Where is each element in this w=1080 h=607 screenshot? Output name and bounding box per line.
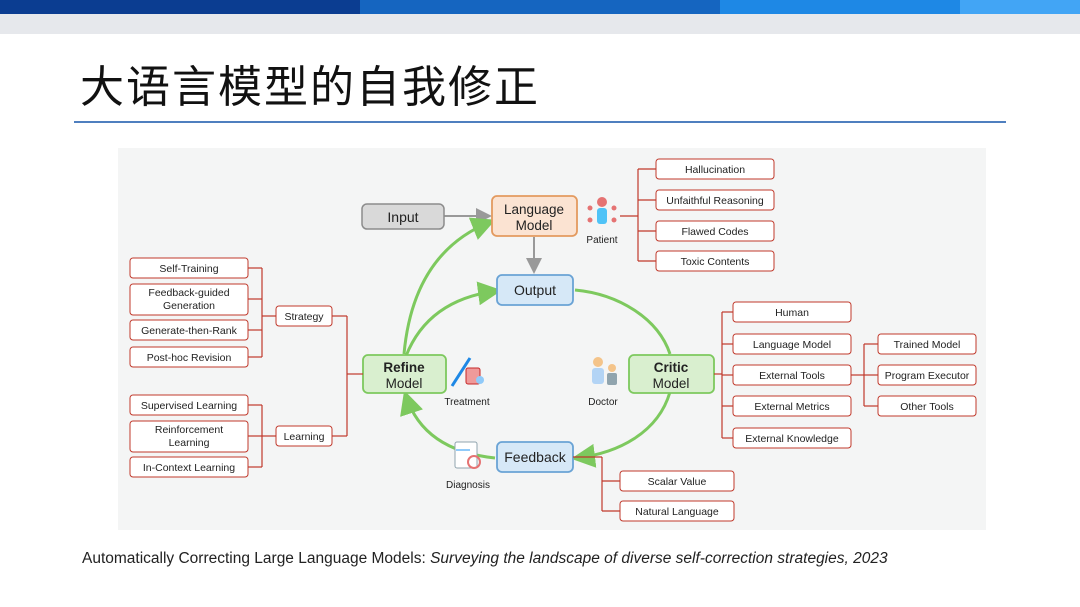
svg-text:Refine: Refine — [383, 360, 425, 375]
svg-text:External Tools: External Tools — [759, 370, 825, 382]
slide-title: 大语言模型的自我修正 — [80, 62, 540, 113]
critic-language-model: Language Model — [732, 333, 852, 355]
refine-model-node: Refine Model — [362, 354, 447, 394]
feedback-branch — [573, 456, 620, 512]
top-color-bar — [0, 0, 1080, 14]
strategy-label: Strategy — [275, 305, 333, 327]
critic-external-tools: External Tools — [732, 364, 852, 386]
citation-plain: Automatically Correcting Large Language … — [82, 550, 431, 567]
learning-supervised: Supervised Learning — [129, 394, 249, 416]
svg-text:Model: Model — [516, 218, 553, 233]
problem-flawed-codes: Flawed Codes — [655, 220, 775, 242]
refine-to-lm-arrow — [402, 217, 496, 355]
title-rule — [74, 121, 1006, 123]
svg-text:Diagnosis: Diagnosis — [446, 480, 490, 491]
svg-text:Doctor: Doctor — [588, 397, 618, 408]
svg-text:Patient: Patient — [586, 235, 617, 246]
svg-text:Program Executor: Program Executor — [885, 370, 970, 382]
svg-text:Trained Model: Trained Model — [894, 339, 961, 351]
learning-reinforcement: Reinforcement Learning — [129, 420, 249, 453]
self-correction-diagram: Input Language Model Output Refine Model… — [129, 158, 977, 522]
svg-text:Human: Human — [775, 307, 809, 319]
feedback-node: Feedback — [496, 441, 574, 473]
critic-to-feedback-arrow — [571, 391, 672, 468]
svg-text:Feedback-guided: Feedback-guided — [148, 287, 229, 299]
feedback-scalar-value: Scalar Value — [619, 470, 735, 492]
svg-text:External Metrics: External Metrics — [754, 401, 829, 413]
svg-text:Model: Model — [653, 376, 690, 391]
strategy-self-training: Self-Training — [129, 257, 249, 279]
svg-text:Language Model: Language Model — [753, 339, 831, 351]
critic-branch — [714, 311, 878, 439]
svg-text:Scalar Value: Scalar Value — [648, 476, 707, 488]
feedback-natural-language: Natural Language — [619, 500, 735, 522]
treatment-icon: Treatment — [444, 357, 490, 408]
svg-text:Output: Output — [514, 282, 556, 298]
svg-text:Other Tools: Other Tools — [900, 401, 954, 413]
input-node: Input — [361, 203, 445, 230]
tool-trained-model: Trained Model — [877, 333, 977, 355]
diagnosis-icon: Diagnosis — [446, 441, 490, 491]
svg-text:Supervised Learning: Supervised Learning — [141, 400, 237, 412]
top-gray-band — [0, 14, 1080, 34]
tool-program-executor: Program Executor — [877, 364, 977, 386]
patient-icon: Patient — [586, 197, 618, 246]
critic-external-metrics: External Metrics — [732, 395, 852, 417]
svg-text:Unfaithful Reasoning: Unfaithful Reasoning — [666, 195, 764, 207]
svg-text:Generation: Generation — [163, 300, 215, 312]
strategy-feedback-guided: Feedback-guided Generation — [129, 283, 249, 316]
svg-text:Self-Training: Self-Training — [159, 263, 218, 275]
critic-human: Human — [732, 301, 852, 323]
svg-text:Language: Language — [504, 202, 564, 217]
refine-branch — [248, 267, 363, 468]
output-to-critic-arrow — [574, 288, 672, 355]
critic-model-node: Critic Model — [628, 354, 715, 394]
svg-text:Natural Language: Natural Language — [635, 506, 719, 518]
svg-text:Toxic Contents: Toxic Contents — [681, 256, 750, 268]
tool-other-tools: Other Tools — [877, 395, 977, 417]
svg-text:Learning: Learning — [284, 431, 325, 443]
feedback-to-refine-arrow — [400, 390, 496, 460]
svg-text:External Knowledge: External Knowledge — [745, 433, 839, 445]
learning-label: Learning — [275, 425, 333, 447]
learning-in-context: In-Context Learning — [129, 456, 249, 478]
svg-text:Model: Model — [386, 376, 423, 391]
problems-branch — [620, 168, 656, 262]
problem-unfaithful-reasoning: Unfaithful Reasoning — [655, 189, 775, 211]
strategy-generate-then-rank: Generate-then-Rank — [129, 319, 249, 341]
strategy-post-hoc-revision: Post-hoc Revision — [129, 346, 249, 368]
svg-text:Treatment: Treatment — [444, 397, 489, 408]
svg-text:Strategy: Strategy — [284, 311, 324, 323]
citation: Automatically Correcting Large Language … — [82, 550, 888, 568]
svg-text:Reinforcement: Reinforcement — [155, 424, 223, 436]
svg-text:Critic: Critic — [654, 360, 689, 375]
critic-external-knowledge: External Knowledge — [732, 427, 852, 449]
svg-text:Learning: Learning — [169, 437, 210, 449]
doctor-icon: Doctor — [588, 357, 618, 408]
svg-text:Feedback: Feedback — [504, 449, 566, 465]
svg-text:Input: Input — [387, 209, 418, 225]
language-model-node: Language Model — [491, 195, 578, 237]
svg-text:Flawed Codes: Flawed Codes — [681, 226, 748, 238]
refine-to-output-arrow — [404, 281, 502, 357]
svg-text:In-Context Learning: In-Context Learning — [143, 462, 235, 474]
svg-text:Generate-then-Rank: Generate-then-Rank — [141, 325, 237, 337]
citation-italic: Surveying the landscape of diverse self-… — [430, 550, 888, 567]
svg-text:Post-hoc Revision: Post-hoc Revision — [147, 352, 232, 364]
svg-text:Hallucination: Hallucination — [685, 164, 745, 176]
output-node: Output — [496, 274, 574, 306]
problem-toxic-contents: Toxic Contents — [655, 250, 775, 272]
problem-hallucination: Hallucination — [655, 158, 775, 180]
